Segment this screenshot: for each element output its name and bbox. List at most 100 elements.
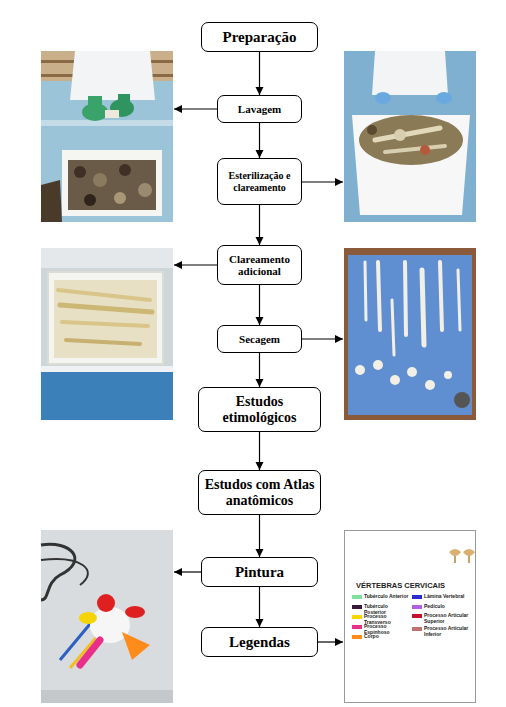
photo-arrows bbox=[174, 109, 343, 642]
washing-photo-part bbox=[41, 180, 62, 222]
bucket-photo-part bbox=[385, 146, 445, 152]
legend-swatch bbox=[352, 605, 362, 609]
photo-arrows-part bbox=[174, 264, 217, 265]
bucket-photo-part bbox=[344, 51, 476, 222]
legend-item: Tubérculo Anterior bbox=[352, 594, 410, 600]
photo-arrows-part bbox=[174, 571, 201, 572]
drying-photo-part bbox=[405, 262, 406, 335]
legend-swatch bbox=[412, 605, 422, 609]
painting-photo-part bbox=[122, 632, 150, 660]
flow-arrow bbox=[259, 52, 260, 95]
tray-photo-part bbox=[54, 280, 157, 358]
painting-photo-part bbox=[41, 530, 173, 703]
bucket-photo-part bbox=[352, 115, 470, 215]
flow-arrow bbox=[259, 515, 260, 557]
painting-photo-part bbox=[80, 640, 100, 665]
drying-photo-part bbox=[440, 262, 442, 330]
legend-item: Processo Articular Inferior bbox=[412, 626, 474, 638]
flow-arrow bbox=[259, 432, 260, 470]
flow-arrow bbox=[259, 123, 260, 158]
bucket-photo-part bbox=[375, 92, 391, 104]
process-box: Lavagem bbox=[217, 95, 302, 123]
painting-photo-part bbox=[79, 612, 97, 624]
legend-text: Lâmina Vertebral bbox=[424, 594, 474, 600]
drying-photo-part bbox=[444, 371, 452, 379]
process-box: Legendas bbox=[201, 627, 318, 657]
drying-photo bbox=[344, 248, 476, 420]
tray-photo-part bbox=[41, 366, 173, 420]
tray-photo-part bbox=[66, 340, 140, 344]
step-label: Pintura bbox=[235, 564, 284, 581]
step-label: Legendas bbox=[229, 634, 290, 651]
washing-photo-part bbox=[74, 166, 86, 178]
flow-arrow bbox=[259, 205, 260, 245]
flow-arrow bbox=[259, 285, 260, 325]
legend-item: Pedículo bbox=[412, 604, 474, 610]
bucket-photo-part bbox=[375, 128, 440, 140]
tray-photo bbox=[41, 248, 173, 420]
painting-photo-part bbox=[41, 690, 173, 703]
painting-photo-part bbox=[125, 606, 145, 618]
process-box: Preparação bbox=[201, 22, 318, 52]
step-label: Clareamento adicional bbox=[223, 253, 296, 278]
legend-text: Corpo bbox=[364, 634, 410, 640]
legend-card bbox=[345, 531, 476, 703]
process-box: Pintura bbox=[201, 557, 318, 587]
tray-photo-part bbox=[48, 272, 163, 364]
washing-photo-part bbox=[84, 194, 96, 206]
flow-arrow bbox=[259, 353, 260, 387]
washing-photo-part bbox=[119, 164, 131, 176]
drying-photo-part bbox=[348, 255, 472, 415]
legend-swatch bbox=[412, 614, 422, 618]
washing-photo bbox=[41, 51, 173, 222]
drying-photo-part bbox=[390, 375, 400, 385]
legend-text: Processo Articular Inferior bbox=[424, 626, 474, 638]
card-title: VÉRTEBRAS CERVICAIS bbox=[356, 581, 445, 590]
step-label: Preparação bbox=[223, 29, 297, 46]
flow-arrow bbox=[259, 587, 260, 627]
drying-photo-part bbox=[344, 248, 476, 420]
legend-text: Processo Articular Superior bbox=[424, 613, 474, 625]
drying-photo-part bbox=[422, 270, 424, 345]
bucket-photo-part bbox=[372, 51, 448, 95]
legend-card-part bbox=[463, 549, 475, 556]
washing-photo-part bbox=[41, 51, 173, 222]
drying-photo-part bbox=[392, 300, 394, 355]
legend-card-part bbox=[449, 549, 461, 556]
process-box: Clareamento adicional bbox=[217, 245, 302, 285]
process-box: Esterilização e clareamento bbox=[217, 158, 302, 205]
tray-photo-part bbox=[62, 322, 148, 326]
step-label: Estudos com Atlas anatômicos bbox=[204, 477, 315, 508]
legend-item: Processo Espinhoso bbox=[352, 624, 410, 636]
drying-photo-part bbox=[373, 360, 383, 370]
painting-photo-part bbox=[41, 559, 88, 585]
photo-arrows-part bbox=[302, 338, 343, 339]
process-box: Estudos etimológicos bbox=[198, 387, 321, 432]
painting-photo-part bbox=[41, 544, 75, 600]
tray-photo-part bbox=[41, 366, 173, 372]
bucket-photo-part bbox=[420, 145, 430, 155]
bucket-photo bbox=[344, 51, 476, 222]
step-label: Secagem bbox=[239, 333, 280, 345]
painting-photo bbox=[41, 530, 173, 703]
drying-photo-part bbox=[425, 380, 435, 390]
washing-photo-part bbox=[105, 110, 119, 118]
photo-arrows-part bbox=[318, 641, 343, 642]
washing-photo-part bbox=[88, 96, 102, 106]
legend-swatch bbox=[352, 595, 362, 599]
step-label: Estudos etimológicos bbox=[204, 394, 315, 425]
tray-photo-part bbox=[60, 305, 152, 312]
washing-photo-part bbox=[118, 94, 130, 104]
bucket-photo-part bbox=[367, 125, 377, 135]
legend-swatch bbox=[412, 595, 422, 599]
painting-photo-part bbox=[97, 594, 115, 612]
drying-photo-part bbox=[454, 392, 470, 408]
washing-photo-part bbox=[138, 183, 152, 197]
washing-photo-part bbox=[41, 120, 173, 126]
process-box: Estudos com Atlas anatômicos bbox=[198, 470, 321, 515]
photo-arrows-part bbox=[174, 108, 217, 109]
tray-photo-part bbox=[58, 290, 150, 300]
washing-photo-part bbox=[62, 150, 162, 216]
legend-card-part bbox=[454, 556, 456, 563]
legend-text: Tubérculo Anterior bbox=[364, 594, 410, 600]
